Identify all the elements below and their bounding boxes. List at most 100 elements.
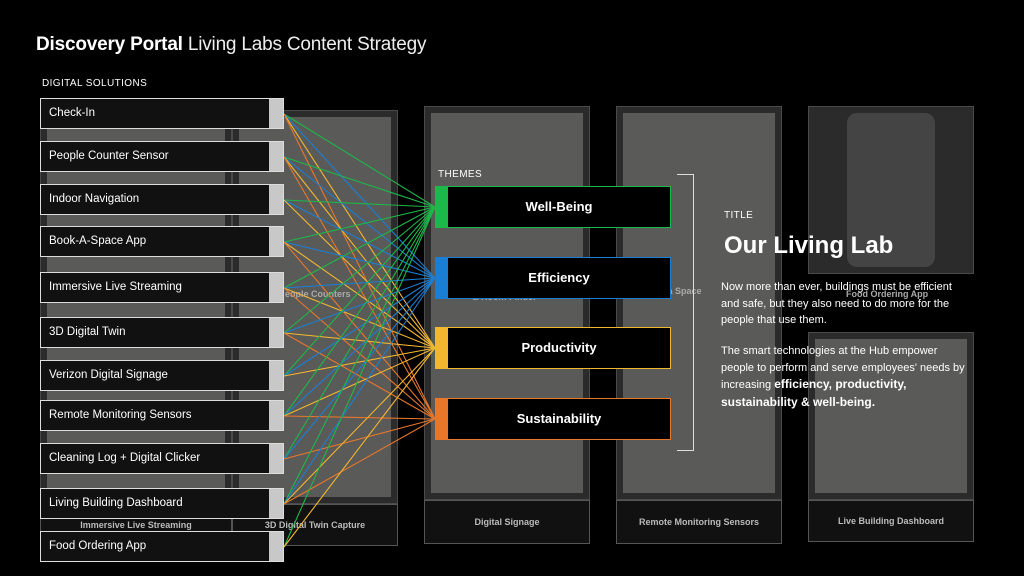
solution-item-label: 3D Digital Twin — [49, 326, 126, 338]
connection-line — [283, 347, 436, 548]
theme-color-bar — [436, 258, 448, 298]
caption-dashboard: Live Building Dashboard — [808, 500, 974, 542]
solution-item-label: People Counter Sensor — [49, 150, 169, 162]
connection-line — [283, 156, 436, 208]
caption-remote: Remote Monitoring Sensors — [616, 500, 782, 544]
solution-item-handle — [269, 318, 283, 347]
living-lab-title: Our Living Lab — [724, 232, 894, 259]
connection-line — [283, 241, 436, 420]
solution-item-label: Verizon Digital Signage — [49, 369, 168, 381]
connection-line — [283, 113, 436, 279]
solution-item-handle — [269, 489, 283, 518]
theme-item[interactable]: Well-Being — [435, 186, 671, 228]
solution-item[interactable]: Living Building Dashboard — [40, 488, 284, 519]
connection-line — [283, 277, 436, 460]
connection-line — [283, 206, 436, 548]
theme-item-label: Efficiency — [528, 270, 590, 285]
solution-item-handle — [269, 142, 283, 171]
solution-item[interactable]: Immersive Live Streaming — [40, 272, 284, 303]
paragraph-2-emphasis: efficiency, productivity, sustainability… — [721, 377, 907, 409]
connection-line — [283, 277, 436, 377]
connection-line — [283, 206, 436, 243]
living-lab-paragraph-2: The smart technologies at the Hub empowe… — [721, 343, 971, 411]
ghost-book-space: k a Space — [660, 286, 702, 296]
title-bold: Discovery Portal — [36, 34, 183, 55]
connection-line — [283, 277, 436, 417]
connection-line — [283, 347, 436, 505]
solution-item-handle — [269, 361, 283, 390]
bg-screenshot-dashboard — [808, 332, 974, 500]
connection-line — [283, 287, 436, 420]
solution-item[interactable]: Check-In — [40, 98, 284, 129]
connection-line — [283, 206, 436, 289]
solution-item-label: Check-In — [49, 107, 96, 119]
living-lab-paragraph-1: Now more than ever, buildings must be ef… — [721, 281, 952, 326]
solution-item-label: Living Building Dashboard — [49, 497, 183, 509]
theme-item-label: Sustainability — [516, 411, 602, 426]
connection-line — [283, 206, 436, 417]
solution-item[interactable]: Verizon Digital Signage — [40, 360, 284, 391]
solution-item[interactable]: 3D Digital Twin — [40, 317, 284, 348]
solution-item-label: Remote Monitoring Sensors — [49, 409, 192, 421]
connection-line — [283, 277, 436, 334]
theme-item-label: Well-Being — [525, 199, 593, 214]
solution-item[interactable]: Remote Monitoring Sensors — [40, 400, 284, 431]
ghost-people-counters: eople Counters — [285, 289, 351, 299]
themes-label: THEMES — [438, 169, 483, 180]
connection-line — [283, 199, 436, 349]
connection-line — [283, 206, 436, 334]
connection-line — [283, 113, 436, 349]
solution-item[interactable]: Cleaning Log + Digital Clicker — [40, 443, 284, 474]
connection-line — [283, 113, 436, 208]
page-title: Discovery Portal Living Labs Content Str… — [36, 34, 426, 56]
solution-item-label: Book-A-Space App — [49, 235, 147, 247]
theme-item-label: Productivity — [521, 340, 597, 355]
connection-line — [283, 206, 436, 460]
theme-color-bar — [436, 328, 448, 368]
connection-line — [283, 156, 436, 279]
connection-line — [283, 241, 436, 349]
solution-item-label: Cleaning Log + Digital Clicker — [49, 452, 201, 464]
connection-line — [283, 347, 436, 417]
theme-color-bar — [436, 399, 448, 439]
solution-item[interactable]: Food Ordering App — [40, 531, 284, 562]
bg-screenshot-immersive — [40, 110, 232, 504]
digital-solutions-label: DIGITAL SOLUTIONS — [42, 78, 148, 89]
solution-item-handle — [269, 532, 283, 561]
caption-signage: Digital Signage — [424, 500, 590, 544]
solution-item-handle — [269, 401, 283, 430]
connection-line — [283, 241, 436, 279]
solution-item-handle — [269, 273, 283, 302]
theme-item[interactable]: Sustainability — [435, 398, 671, 440]
connection-line — [283, 277, 436, 505]
connection-line — [283, 287, 436, 349]
solution-item-label: Immersive Live Streaming — [49, 281, 182, 293]
solution-item[interactable]: Book-A-Space App — [40, 226, 284, 257]
themes-bracket — [677, 174, 694, 451]
solution-item-handle — [269, 444, 283, 473]
connection-line — [283, 277, 436, 289]
solution-item-handle — [269, 185, 283, 214]
paragraph-2-text: The smart technologies at the Hub empowe… — [721, 345, 965, 391]
solution-item-handle — [269, 227, 283, 256]
solution-item-label: Indoor Navigation — [49, 193, 140, 205]
solution-item-label: Food Ordering App — [49, 540, 147, 552]
theme-item[interactable]: Efficiency — [435, 257, 671, 299]
solution-item[interactable]: Indoor Navigation — [40, 184, 284, 215]
connection-line — [283, 206, 436, 377]
connection-line — [283, 199, 436, 208]
ghost-food-ordering: Food Ordering App — [846, 289, 929, 299]
connection-line — [283, 206, 436, 505]
theme-item[interactable]: Productivity — [435, 327, 671, 369]
solution-item-handle — [269, 99, 283, 128]
connection-line — [283, 332, 436, 349]
connection-line — [283, 347, 436, 377]
connection-line — [283, 415, 436, 420]
solution-item[interactable]: People Counter Sensor — [40, 141, 284, 172]
theme-color-bar — [436, 187, 448, 227]
bg-screenshot-food-app — [808, 106, 974, 274]
connection-line — [283, 418, 436, 460]
title-label: TITLE — [724, 210, 754, 221]
title-light: Living Labs Content Strategy — [187, 34, 427, 55]
